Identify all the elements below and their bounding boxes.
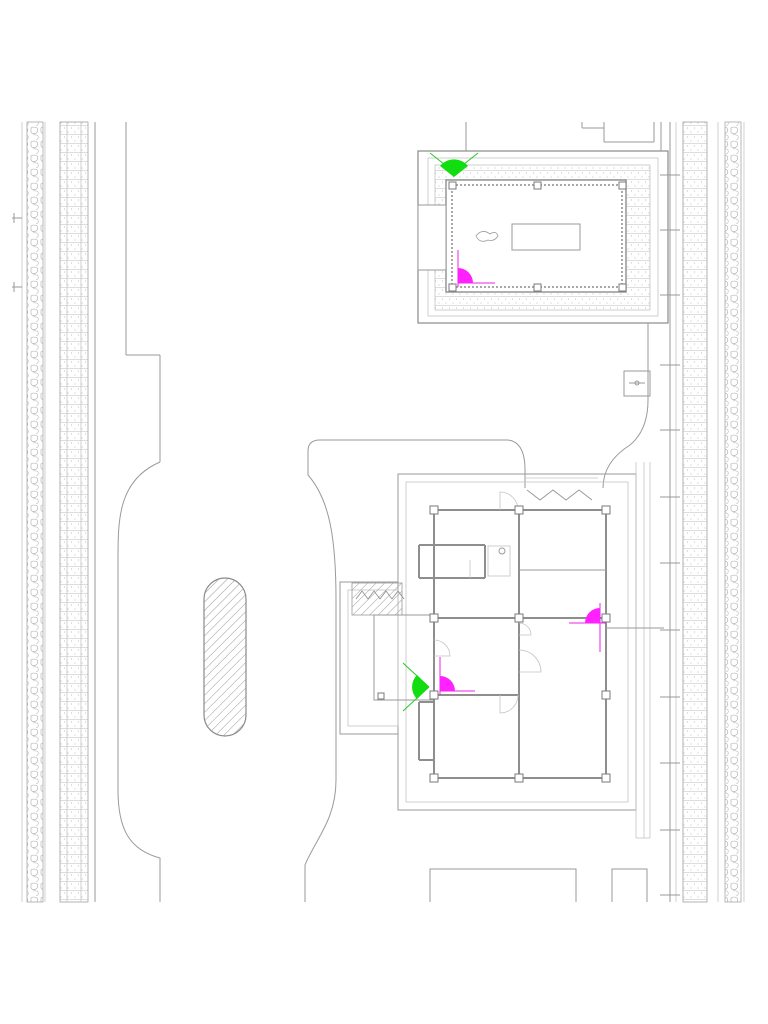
left-hedge-strip <box>21 121 46 903</box>
east-terrace <box>606 462 664 839</box>
side-path <box>524 323 651 489</box>
camera-bullet-living <box>569 603 606 652</box>
camera-dome-entry <box>402 662 430 712</box>
planter-island <box>203 577 247 737</box>
house-walls <box>418 509 607 779</box>
right-paving-strip <box>682 121 708 903</box>
camera-bullet-entry <box>439 657 475 695</box>
pavilion-block <box>417 122 669 324</box>
bottom-structures <box>429 868 648 902</box>
house-outline <box>339 473 637 811</box>
camera-bullet-pool <box>457 250 495 287</box>
camera-dome-north <box>429 152 479 177</box>
right-fence-line <box>660 122 680 902</box>
right-hedge-strip <box>717 121 745 903</box>
driveway-outline <box>94 122 526 902</box>
house-columns <box>429 505 611 783</box>
left-paving-strip <box>59 121 89 903</box>
left-posts <box>12 213 22 292</box>
